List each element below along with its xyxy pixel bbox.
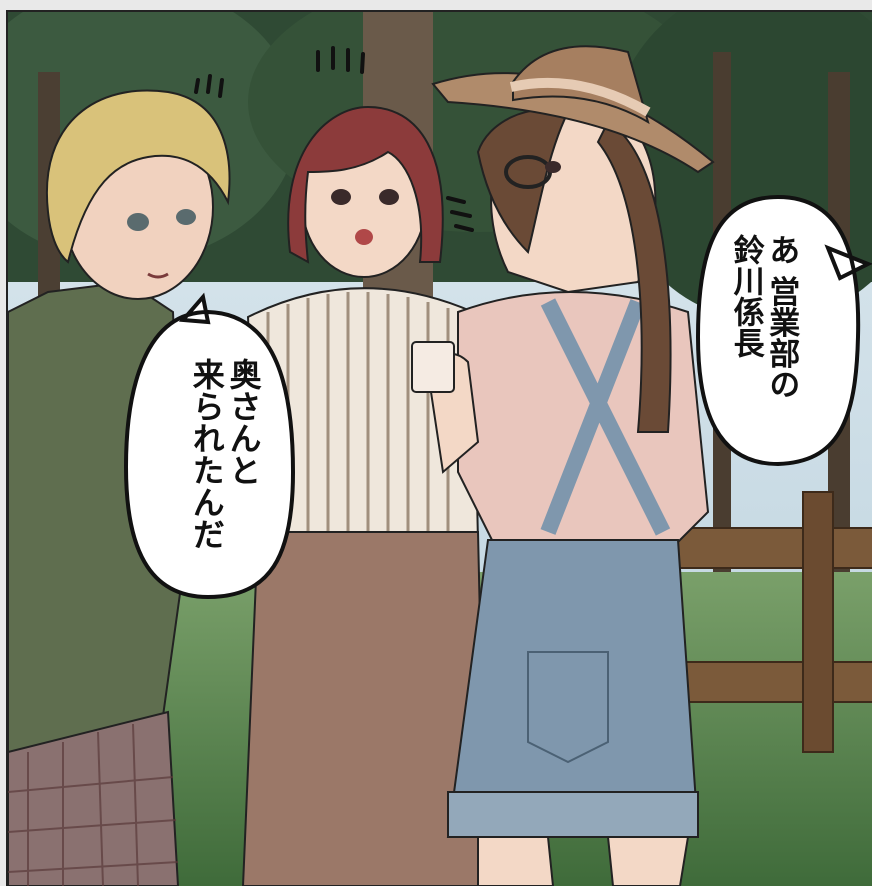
speech-bubble-right-text: あ 営業部の 鈴川係長: [727, 234, 798, 400]
fence-post: [803, 492, 833, 752]
speech-bubble-left-text: 奥さんと 来られたんだ: [188, 358, 262, 550]
manga-panel: あ 営業部の 鈴川係長 奥さんと 来られたんだ: [6, 10, 872, 886]
speech-line: 鈴川係長: [727, 234, 763, 400]
speech-line: 奥さんと: [225, 358, 262, 550]
panel-illustration: [8, 12, 872, 886]
paper-cup: [412, 342, 454, 392]
speech-line: 来られたんだ: [188, 358, 225, 550]
speech-line: あ 営業部の: [763, 234, 799, 400]
